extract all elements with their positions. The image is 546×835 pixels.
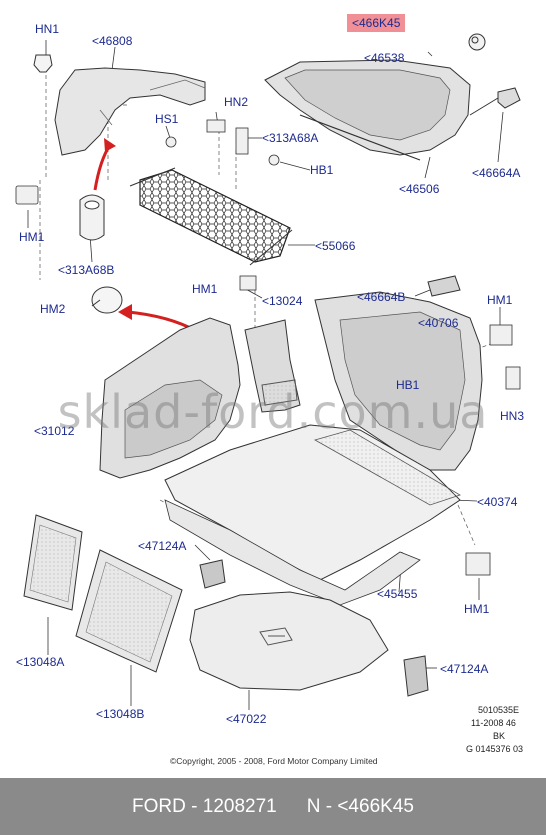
- block-47124a-mid-shape: [199, 559, 226, 589]
- clip-hn1-shape: [33, 54, 53, 73]
- label-313a68a: <313A68A: [262, 131, 319, 145]
- red-arrowheads: [104, 138, 132, 320]
- label-13024: <13024: [262, 294, 303, 308]
- label-47124a-bottom: <47124A: [440, 662, 489, 676]
- trunk-trim-exploded-diagram: [15, 33, 521, 710]
- label-46808: <46808: [92, 34, 133, 48]
- floor-panel-45455-shape: [164, 499, 421, 606]
- footer-part-number: FORD - 1208271: [132, 795, 277, 817]
- load-floor-40374-shape: [164, 424, 461, 581]
- diagram-code-line1: 5010535E: [478, 705, 520, 715]
- footer-bar: FORD - 1208271 N - <466K45: [0, 778, 546, 835]
- label-46664a: <46664A: [472, 166, 521, 180]
- side-trim-31012-shape: [99, 317, 241, 479]
- cargo-net-55066-shape: [129, 167, 293, 266]
- label-45455: <45455: [377, 587, 418, 601]
- label-13048b: <13048B: [96, 707, 145, 721]
- diagram-code-line2: 11-2008 46: [471, 718, 516, 728]
- pillar-trim-13024-shape: [244, 319, 301, 413]
- label-313a68b: <313A68B: [58, 263, 115, 277]
- label-hn1-top: HN1: [35, 22, 60, 36]
- label-hn3: HN3: [500, 409, 525, 423]
- block-47124a-bottom-shape: [403, 655, 429, 697]
- diagram-code-line3: BK: [493, 731, 506, 741]
- label-hs1: HS1: [155, 112, 179, 126]
- clip-46664b-shape: [427, 275, 461, 297]
- label-40706: <40706: [418, 316, 459, 330]
- push-pin-hm2-shape: [91, 286, 123, 314]
- label-55066: <55066: [315, 239, 356, 253]
- label-hb1-top: HB1: [310, 163, 334, 177]
- label-hb1-mid: HB1: [396, 378, 420, 392]
- parcel-shelf-46506-shape: [264, 59, 471, 161]
- trim-panel-46808-shape: [54, 67, 206, 156]
- label-hm1-left: HM1: [19, 230, 45, 244]
- label-hm1-mid: HM1: [192, 282, 218, 296]
- label-46664b: <46664B: [357, 290, 406, 304]
- knob-466k45-shape: [468, 33, 486, 51]
- label-hn2: HN2: [224, 95, 249, 109]
- label-46506: <46506: [399, 182, 440, 196]
- diagram-code-line4: G 0145376 03: [466, 744, 524, 754]
- label-40374: <40374: [477, 495, 518, 509]
- spare-cover-47022-shape: [189, 591, 389, 691]
- label-hm1-bottom: HM1: [464, 602, 490, 616]
- label-13048a: <13048A: [16, 655, 65, 669]
- label-hm1-right: HM1: [487, 293, 513, 307]
- label-31012: <31012: [34, 424, 75, 438]
- hinge-46664a-shape: [469, 87, 521, 116]
- label-46538: <46538: [364, 51, 405, 65]
- label-466k45-highlight: <466K45: [347, 14, 406, 32]
- clip-313a68b-shape: [79, 194, 105, 241]
- copyright-notice: ©Copyright, 2005 - 2008, Ford Motor Comp…: [170, 756, 378, 766]
- footer-catalog-number: N - <466K45: [306, 795, 414, 817]
- label-47124a-mid: <47124A: [138, 539, 187, 553]
- label-hm2: HM2: [40, 302, 66, 316]
- label-47022: <47022: [226, 712, 267, 726]
- mats-13048-shapes: [23, 514, 183, 673]
- side-trim-40706-shape: [314, 291, 483, 471]
